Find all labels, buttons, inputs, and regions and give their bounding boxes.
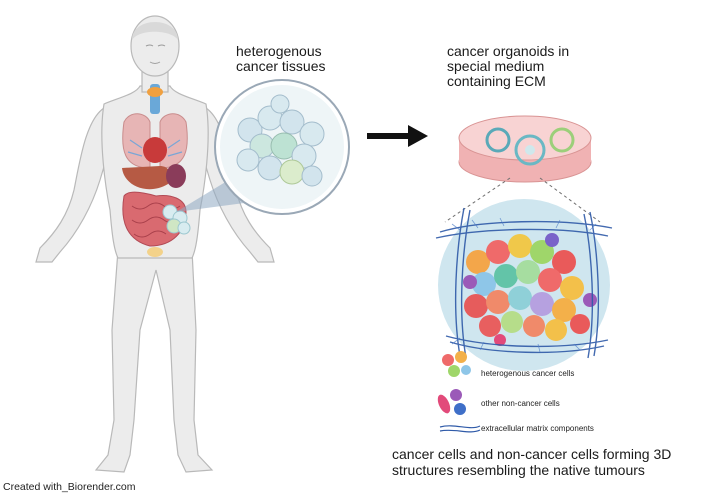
heart: [143, 137, 167, 163]
thyroid: [147, 87, 163, 97]
legend-label-ecm: extracellular matrix components: [481, 424, 594, 433]
legend-label-cancer-cells: heterogenous cancer cells: [481, 369, 575, 378]
stomach: [166, 164, 186, 188]
tissue-label: heterogenous cancer tissues: [236, 44, 325, 74]
organoids-label-line-2: special medium: [447, 58, 545, 74]
organoid-structure: [435, 199, 613, 371]
tissue-magnifier: [214, 79, 350, 215]
liver: [122, 166, 171, 190]
legend-icon-ecm: [439, 425, 481, 433]
internal-organs: [122, 84, 191, 257]
bladder: [147, 247, 163, 257]
legend-label-non-cancer-cells: other non-cancer cells: [481, 399, 560, 408]
tissue-label-line-1: heterogenous: [236, 43, 322, 59]
caption-line-2: structures resembling the native tumours: [392, 462, 645, 478]
bottom-caption: cancer cells and non-cancer cells formin…: [392, 446, 671, 478]
organoids-label-line-3: containing ECM: [447, 73, 546, 89]
organoids-label-line-1: cancer organoids in: [447, 43, 570, 59]
process-arrow: [367, 125, 428, 147]
biorender-credit: Created with_Biorender.com: [3, 481, 136, 493]
legend-icon-non-cancer-cells: [437, 389, 466, 415]
caption-line-1: cancer cells and non-cancer cells formin…: [392, 446, 672, 462]
legend-icon-cancer-cells: [442, 351, 471, 377]
zoom-line-left: [444, 177, 511, 223]
organoids-label: cancer organoids in special medium conta…: [447, 44, 569, 89]
petri-dish: [458, 115, 592, 183]
tissue-label-line-2: cancer tissues: [236, 58, 326, 74]
